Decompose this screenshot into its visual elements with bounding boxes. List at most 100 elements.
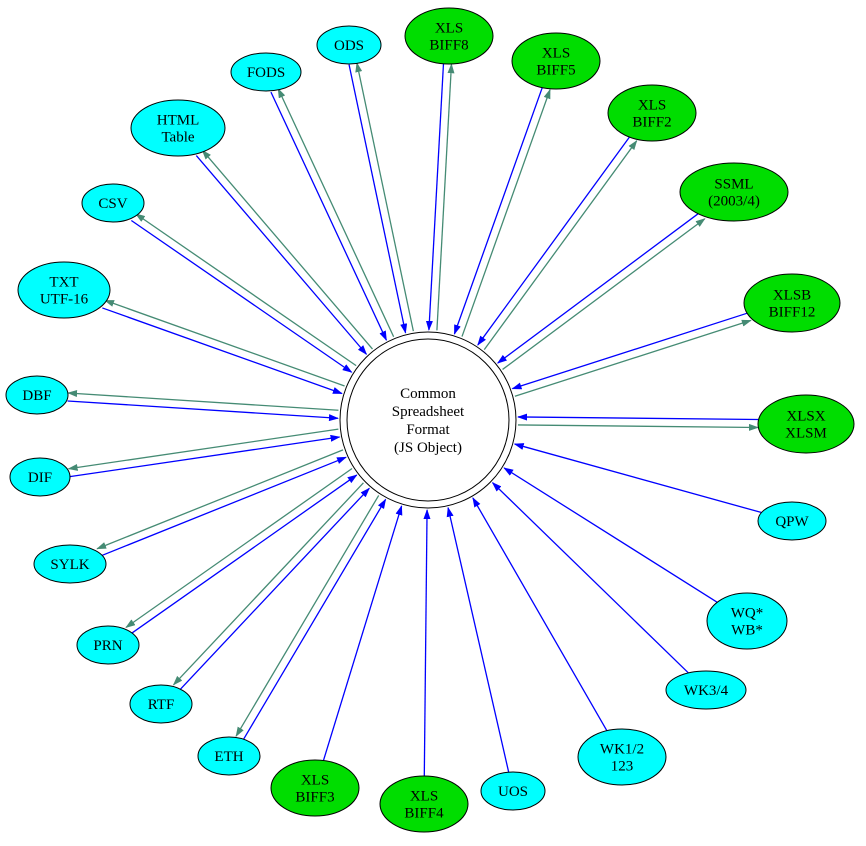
format-ellipse-xls-biff3 xyxy=(270,759,360,817)
write-edge-dbf xyxy=(67,390,339,411)
format-label-eth: ETH xyxy=(214,749,243,765)
format-label-ods: ODS xyxy=(334,38,364,54)
format-label-wq-wb: WQ*WB* xyxy=(731,606,764,639)
format-label-rtf: RTF xyxy=(148,697,175,713)
write-edge-csv xyxy=(135,213,357,367)
format-node-uos: UOS xyxy=(480,771,546,811)
format-ellipse-xls-biff5 xyxy=(511,32,601,90)
read-edge-txt-utf16 xyxy=(102,307,343,395)
format-ellipse-xls-biff8 xyxy=(404,7,494,65)
edges-layer xyxy=(67,62,762,777)
read-edge-fods xyxy=(270,91,387,342)
read-edge-xls-biff2 xyxy=(477,135,631,346)
read-edge-xlsx xyxy=(517,413,759,421)
read-edge-wq-wb xyxy=(503,467,718,603)
format-node-wk34: WK3/4 xyxy=(665,670,747,710)
format-ellipse-html-table xyxy=(130,99,226,157)
format-ellipse-fods xyxy=(230,52,302,92)
format-label-qpw: QPW xyxy=(775,514,809,530)
center-inner-circle xyxy=(346,338,510,502)
format-node-wq-wb: WQ*WB* xyxy=(706,592,788,650)
read-edge-rtf xyxy=(178,487,370,691)
write-edge-ssml xyxy=(502,218,706,370)
format-ellipse-wk12-123 xyxy=(577,728,667,786)
format-label-fods: FODS xyxy=(247,65,285,81)
format-ellipse-xls-biff4 xyxy=(379,775,469,833)
format-node-dbf: DBF xyxy=(5,375,69,415)
format-ellipse-dbf xyxy=(5,375,69,415)
format-label-uos: UOS xyxy=(498,784,528,800)
write-edge-sylk xyxy=(96,449,344,550)
read-edge-ods xyxy=(348,64,408,334)
read-edge-prn xyxy=(130,474,358,635)
write-edge-html-table xyxy=(201,149,373,350)
read-edge-sylk xyxy=(99,456,347,557)
read-edge-dbf xyxy=(67,400,339,422)
format-label-prn: PRN xyxy=(93,638,122,654)
format-ellipse-qpw xyxy=(757,501,827,541)
write-edge-eth xyxy=(235,495,380,737)
read-edge-uos xyxy=(446,506,510,773)
format-ellipse-wq-wb xyxy=(706,592,788,650)
format-ellipse-xlsx xyxy=(757,394,855,454)
read-edge-qpw xyxy=(513,443,762,514)
format-label-dif: DIF xyxy=(28,470,52,486)
format-node-ssml: SSML(2003/4) xyxy=(679,162,789,222)
read-edge-html-table xyxy=(195,155,368,355)
format-label-sylk: SYLK xyxy=(50,557,89,573)
format-node-eth: ETH xyxy=(197,736,261,776)
write-edge-rtf xyxy=(172,482,364,686)
format-ellipse-xls-biff2 xyxy=(607,84,697,142)
read-edge-xlsb xyxy=(511,312,749,390)
write-edge-xlsx xyxy=(517,423,759,431)
format-ellipse-eth xyxy=(197,736,261,776)
format-node-csv: CSV xyxy=(81,183,145,223)
format-node-ods: ODS xyxy=(316,25,382,65)
read-edge-dif xyxy=(69,434,341,478)
format-label-wk34: WK3/4 xyxy=(684,683,729,699)
format-node-sylk: SYLK xyxy=(33,544,107,584)
format-ellipse-dif xyxy=(9,457,71,497)
format-ellipse-csv xyxy=(81,183,145,223)
format-label-dbf: DBF xyxy=(22,388,51,404)
read-edge-csv xyxy=(130,219,353,373)
write-edge-xls-biff2 xyxy=(483,139,638,351)
read-edge-xls-biff8 xyxy=(425,63,445,331)
center-outer-circle xyxy=(339,331,517,509)
read-edge-xls-biff3 xyxy=(322,505,403,761)
format-node-dif: DIF xyxy=(9,457,71,497)
write-edge-dif xyxy=(67,428,339,471)
write-edge-prn xyxy=(125,467,353,628)
format-ellipse-sylk xyxy=(33,544,107,584)
format-node-fods: FODS xyxy=(230,52,302,92)
format-ellipse-prn xyxy=(76,625,140,665)
write-edge-ods xyxy=(355,62,414,332)
read-edge-xls-biff4 xyxy=(423,508,431,777)
format-ellipse-ssml xyxy=(679,162,789,222)
read-edge-eth xyxy=(242,498,387,741)
read-edge-wk34 xyxy=(491,482,689,674)
read-edge-wk12-123 xyxy=(472,497,608,732)
